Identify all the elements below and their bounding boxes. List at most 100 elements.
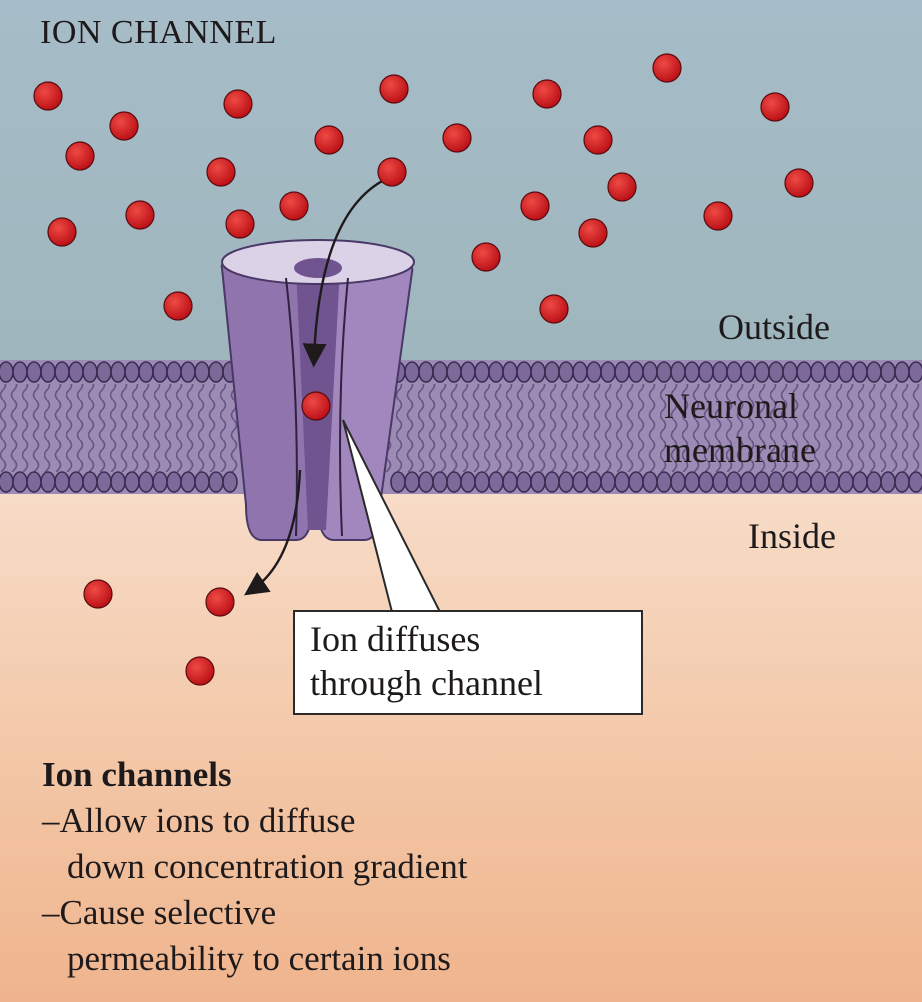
membrane-head (853, 362, 867, 382)
membrane-head (769, 472, 783, 492)
summary-item1-line1: –Allow ions to diffuse (42, 798, 467, 844)
membrane-head (13, 472, 27, 492)
membrane-head (125, 472, 139, 492)
membrane-head (881, 362, 895, 382)
membrane-head (153, 362, 167, 382)
membrane-head (685, 472, 699, 492)
membrane-head (755, 472, 769, 492)
membrane-head (587, 472, 601, 492)
ion-icon (315, 126, 343, 154)
membrane-head (811, 472, 825, 492)
ion-icon (533, 80, 561, 108)
membrane-head (601, 362, 615, 382)
membrane-head (111, 362, 125, 382)
summary-item1-line2: down concentration gradient (42, 844, 467, 890)
ion-icon (110, 112, 138, 140)
membrane-head (559, 472, 573, 492)
diagram-title: ION CHANNEL (40, 14, 277, 52)
membrane-head (601, 472, 615, 492)
ion-icon (280, 192, 308, 220)
membrane-head (629, 472, 643, 492)
membrane-head (615, 362, 629, 382)
membrane-head (489, 362, 503, 382)
summary-item2-line1: –Cause selective (42, 890, 467, 936)
membrane-head (545, 472, 559, 492)
outside-label: Outside (718, 306, 830, 348)
membrane-head (405, 362, 419, 382)
ion-icon (206, 588, 234, 616)
membrane-head (545, 362, 559, 382)
ion-icon (761, 93, 789, 121)
ion-icon (84, 580, 112, 608)
membrane-head (895, 362, 909, 382)
membrane-head (741, 362, 755, 382)
ion-icon (34, 82, 62, 110)
membrane-head (405, 472, 419, 492)
membrane-head (657, 362, 671, 382)
summary-heading: Ion channels (42, 752, 467, 798)
membrane-head (853, 472, 867, 492)
membrane-head (825, 472, 839, 492)
membrane-head (55, 472, 69, 492)
ion-icon (608, 173, 636, 201)
membrane-head (489, 472, 503, 492)
ion-icon (380, 75, 408, 103)
membrane-head (139, 472, 153, 492)
membrane-head (629, 362, 643, 382)
membrane-head (41, 362, 55, 382)
ion-icon (126, 201, 154, 229)
membrane-head (223, 472, 237, 492)
membrane-head (531, 362, 545, 382)
ion-icon (164, 292, 192, 320)
membrane-head (615, 472, 629, 492)
membrane-label-line1: Neuronal (664, 384, 816, 428)
membrane-head (867, 472, 881, 492)
membrane-head (181, 362, 195, 382)
ion-icon (66, 142, 94, 170)
membrane-head (41, 472, 55, 492)
membrane-head (685, 362, 699, 382)
membrane-head (909, 472, 922, 492)
membrane-head (181, 472, 195, 492)
membrane-head (139, 362, 153, 382)
membrane-head (517, 472, 531, 492)
membrane-head (797, 362, 811, 382)
membrane-head (195, 472, 209, 492)
membrane-head (97, 472, 111, 492)
membrane-head (811, 362, 825, 382)
membrane-head (713, 362, 727, 382)
membrane-head (125, 362, 139, 382)
ion-icon (472, 243, 500, 271)
membrane-head (671, 472, 685, 492)
membrane-head (727, 362, 741, 382)
ion-icon (540, 295, 568, 323)
membrane-head (83, 362, 97, 382)
membrane-head (895, 472, 909, 492)
membrane-head (433, 362, 447, 382)
membrane-head (783, 362, 797, 382)
ion-icon (224, 90, 252, 118)
membrane-label-line2: membrane (664, 428, 816, 472)
membrane-head (671, 362, 685, 382)
membrane-head (825, 362, 839, 382)
ion-icon (579, 219, 607, 247)
membrane-head (839, 362, 853, 382)
membrane-head (419, 362, 433, 382)
membrane-head (587, 362, 601, 382)
membrane-head (531, 472, 545, 492)
membrane-head (447, 362, 461, 382)
ion-icon (48, 218, 76, 246)
ion-icon (226, 210, 254, 238)
membrane-head (447, 472, 461, 492)
membrane-head (517, 362, 531, 382)
summary-text: Ion channels –Allow ions to diffuse down… (42, 752, 467, 982)
membrane-head (83, 472, 97, 492)
ion-icon (186, 657, 214, 685)
membrane-head (153, 472, 167, 492)
membrane-head (167, 362, 181, 382)
membrane-head (699, 472, 713, 492)
membrane-head (69, 472, 83, 492)
membrane-head (69, 362, 83, 382)
membrane-head (209, 362, 223, 382)
